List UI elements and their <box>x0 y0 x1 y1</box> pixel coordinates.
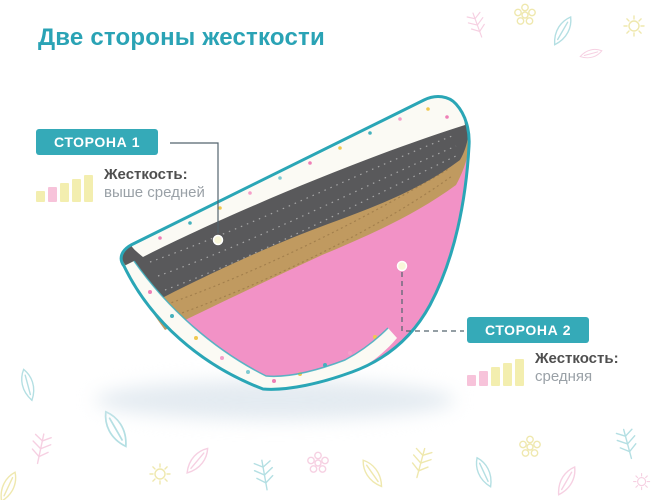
mattress-outline <box>119 95 471 391</box>
firmness-bar <box>72 179 81 202</box>
mattress <box>119 95 471 391</box>
firmness-bar <box>48 187 57 202</box>
side2-badge: СТОРОНА 2 <box>467 317 590 343</box>
firmness-bar <box>60 183 69 202</box>
bottom-border-strip <box>124 261 397 390</box>
firmness-bar <box>515 359 524 386</box>
side1-firmness-text: Жесткость: выше средней <box>104 166 205 202</box>
firmness-bar <box>491 367 500 386</box>
firmness-bar <box>467 375 476 386</box>
side2-firmness-text: Жесткость: средняя <box>535 350 619 386</box>
side1-firmness-label: Жесткость: <box>104 166 188 183</box>
side1-callout <box>170 142 224 246</box>
side2-firmness-value: средняя <box>535 368 593 385</box>
side2-callout-line <box>401 272 464 332</box>
firmness-bar <box>479 371 488 386</box>
side1-badge: СТОРОНА 1 <box>36 129 159 155</box>
page-title: Две стороны жесткости <box>38 24 325 51</box>
firmness-bar <box>36 191 45 202</box>
side1-firmness-bars <box>36 174 93 202</box>
border-piping-line <box>133 260 389 378</box>
firmness-bar <box>84 175 93 202</box>
side1-callout-line <box>170 142 219 233</box>
mattress-shadow <box>95 380 455 420</box>
side2-firmness-label: Жесткость: <box>535 350 619 367</box>
side2-callout-dot <box>396 260 408 272</box>
side1-firmness: Жесткость: выше средней <box>36 166 205 202</box>
side2-firmness: Жесткость: средняя <box>467 350 619 386</box>
side2-firmness-bars <box>467 358 524 386</box>
top-cover-floral-print <box>158 107 449 240</box>
coir-texture <box>161 167 453 319</box>
side1-callout-dot <box>212 234 224 246</box>
side2-callout <box>396 260 464 332</box>
firmness-bar <box>503 363 512 386</box>
side1-firmness-value: выше средней <box>104 184 205 201</box>
top-cover-layer <box>131 96 465 257</box>
foam-texture <box>149 135 459 291</box>
